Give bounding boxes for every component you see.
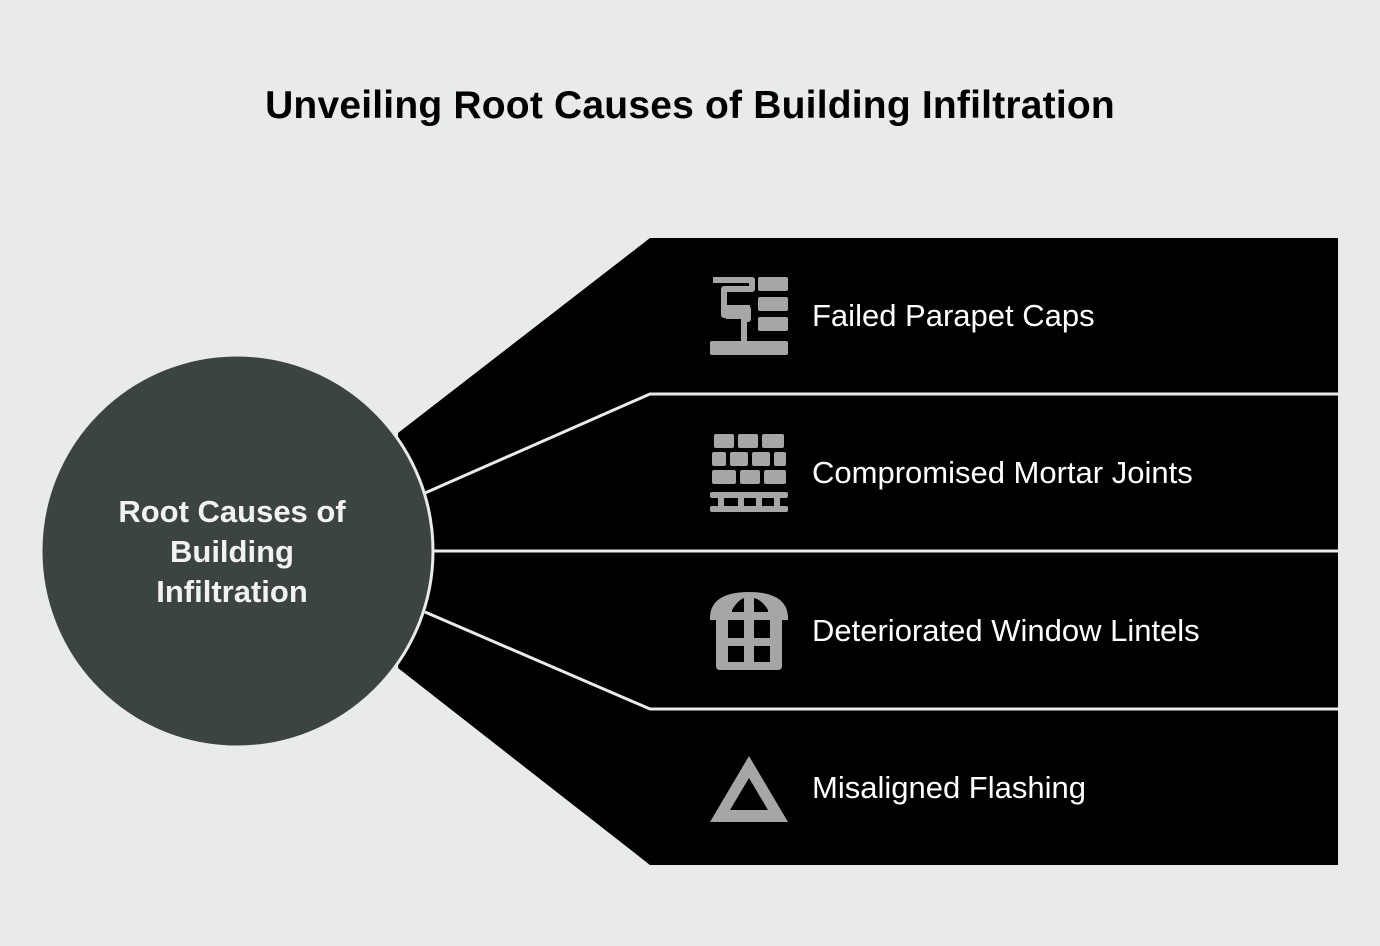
warning-triangle-icon	[710, 756, 788, 822]
center-label-line-3: Infiltration	[156, 574, 308, 609]
segment-dividers	[424, 392, 1338, 711]
branch-label-4: Misaligned Flashing	[812, 770, 1086, 805]
parapet-wall-icon	[710, 277, 788, 355]
center-label: Root Causes of Building Infiltration	[82, 492, 382, 612]
divider-3	[424, 610, 1338, 711]
branch-label-2: Compromised Mortar Joints	[812, 455, 1193, 490]
branch-label-1: Failed Parapet Caps	[812, 298, 1095, 333]
page-title: Unveiling Root Causes of Building Infilt…	[265, 84, 1115, 127]
divider-1	[424, 392, 1338, 495]
brick-wall-icon	[710, 434, 788, 512]
center-circle	[39, 353, 435, 749]
branch-label-3: Deteriorated Window Lintels	[812, 613, 1200, 648]
arched-window-icon	[710, 592, 788, 670]
center-label-line-1: Root Causes of	[118, 494, 346, 529]
center-label-line-2: Building	[170, 534, 294, 569]
